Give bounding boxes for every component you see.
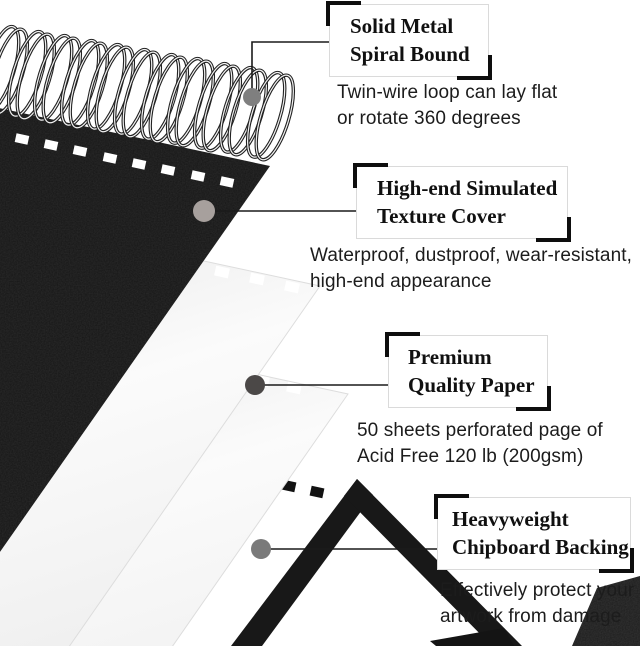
callout-title: Premium Quality Paper [408,345,535,397]
corner-bracket-top-left [353,163,388,188]
corner-bracket-top-left [434,494,469,519]
callout-connectors [213,41,438,550]
connector-line-1 [251,41,334,90]
marker-dot-paper [245,375,265,395]
corner-bracket-top-left [326,1,361,26]
punch-hole [214,265,230,279]
corner-bracket-bottom-right [457,55,492,81]
corner-bracket-top-left [385,332,420,357]
punch-hole [43,139,59,151]
corner-bracket-bottom-right [599,548,634,574]
callout-box-cover: High-end Simulated Texture Cover [353,163,571,243]
callout-box-paper: Premium Quality Paper [385,332,551,412]
punch-hole [190,170,206,182]
punch-hole [219,176,235,188]
corner-bracket-bottom-right [516,386,551,412]
punch-hole [249,272,265,286]
marker-dot-chipboard [251,539,271,559]
callout-description: 50 sheets perforated page of Acid Free 1… [357,420,603,468]
chipboard-backing [231,479,640,646]
punch-hole [284,280,300,294]
punch-hole [309,485,325,499]
callout-title: Solid Metal Spiral Bound [350,14,470,66]
callout-title: High-end Simulated Texture Cover [377,176,558,228]
callout-description: Waterproof, dustproof, wear-resistant, h… [310,245,633,293]
callout-description: Effectively protect your artwork from da… [440,580,635,628]
marker-dot-spiral [243,88,261,106]
punch-hole [72,145,88,157]
marker-dot-cover [193,200,215,222]
callout-title: Heavyweight Chipboard Backing [452,507,629,559]
punch-hole [131,158,147,170]
callout-box-spiral: Solid Metal Spiral Bound [326,1,492,81]
punch-hole [14,133,30,145]
callout-description: Twin-wire loop can lay flat or rotate 36… [337,82,558,130]
corner-bracket-bottom-right [536,217,571,243]
punch-hole [102,152,118,164]
punch-hole [160,164,176,176]
callout-box-chipboard: Heavyweight Chipboard Backing [434,494,634,574]
